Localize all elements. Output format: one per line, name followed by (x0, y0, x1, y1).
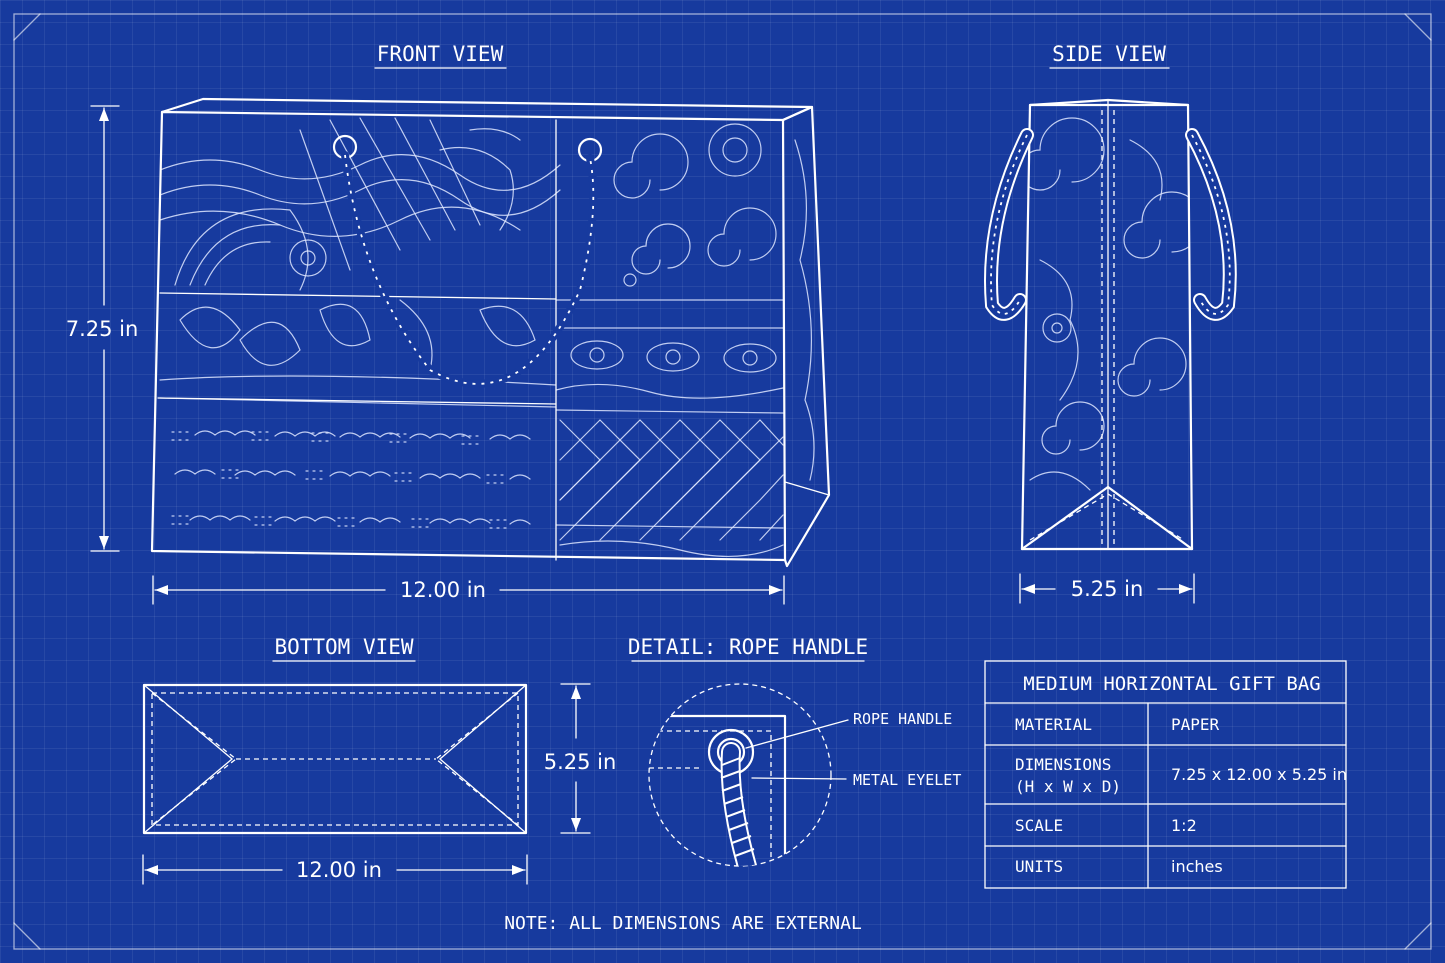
rope-handle-callout: ROPE HANDLE (853, 710, 952, 728)
spec-row-label: SCALE (1015, 816, 1063, 835)
front-view-title: FRONT VIEW (377, 42, 504, 66)
side-view-bag (984, 98, 1237, 551)
front-pattern (159, 117, 784, 558)
bottom-width-label: 12.00 in (296, 858, 382, 882)
detail-rope-handle (648, 683, 849, 867)
spec-row-label-sub: (H x W x D) (1015, 777, 1121, 796)
spec-table-title: MEDIUM HORIZONTAL GIFT BAG (1023, 673, 1320, 695)
spec-row-value: 1:2 (1171, 816, 1197, 835)
eye-motifs (570, 340, 777, 373)
front-height-label: 7.25 in (66, 317, 139, 341)
dimensions-note: NOTE: ALL DIMENSIONS ARE EXTERNAL (504, 913, 862, 934)
bottom-depth-label: 5.25 in (544, 750, 617, 774)
front-height-dimension (90, 105, 120, 552)
spec-row-value: inches (1171, 857, 1223, 876)
sheet-border (13, 13, 1432, 950)
spec-row-label: UNITS (1015, 857, 1063, 876)
front-view-bag (150, 97, 831, 568)
spec-row-label: DIMENSIONS (1015, 755, 1111, 774)
side-rope-handles (984, 128, 1237, 321)
bottom-depth-dimension (560, 683, 591, 834)
bottom-view-title: BOTTOM VIEW (274, 635, 413, 659)
side-depth-label: 5.25 in (1071, 577, 1144, 601)
spec-row-label: MATERIAL (1015, 715, 1092, 734)
side-view-title: SIDE VIEW (1052, 42, 1166, 66)
spec-row-value: PAPER (1171, 715, 1220, 734)
spec-table (984, 660, 1347, 889)
detail-view-title: DETAIL: ROPE HANDLE (628, 635, 868, 659)
side-depth-dimension (1019, 573, 1195, 604)
front-width-label: 12.00 in (400, 578, 486, 602)
cloud-rows (159, 397, 557, 529)
front-rope-handle (332, 134, 603, 388)
front-width-dimension (152, 575, 785, 605)
bottom-width-dimension (142, 854, 528, 885)
spec-row-value: 7.25 x 12.00 x 5.25 in (1171, 765, 1347, 784)
bottom-view-bag (142, 683, 528, 835)
metal-eyelet-callout: METAL EYELET (853, 771, 961, 789)
